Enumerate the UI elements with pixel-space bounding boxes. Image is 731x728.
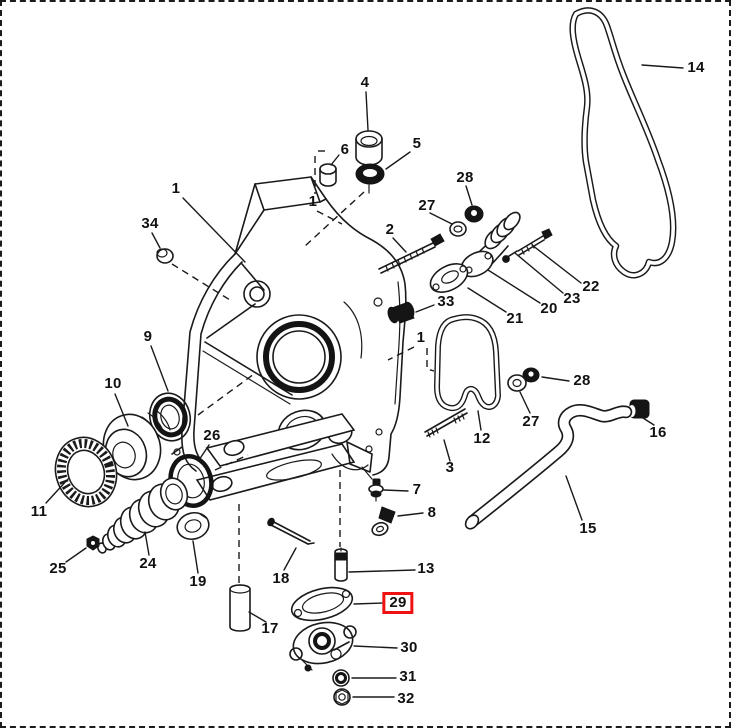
part-callout-33[interactable]: 33 — [437, 293, 455, 310]
pin-18-illustration — [266, 517, 314, 544]
stud-3-illustration — [425, 409, 467, 437]
assembly-dashed-lines — [172, 151, 434, 583]
plug-33-illustration — [386, 301, 416, 324]
part-callout-1[interactable]: 1 — [171, 180, 181, 197]
washer-nut-upper-illustration — [450, 206, 483, 236]
part-callout-17[interactable]: 17 — [261, 620, 279, 637]
part-callout-8[interactable]: 8 — [427, 504, 437, 521]
bushing-seal-illustration — [320, 131, 384, 186]
part-callout-6[interactable]: 6 — [340, 141, 350, 158]
hose-15-illustration — [463, 410, 626, 531]
part-callout-15[interactable]: 15 — [579, 520, 597, 537]
part-callout-16[interactable]: 16 — [649, 424, 667, 441]
part-callout-3[interactable]: 3 — [445, 459, 455, 476]
part-callout-20[interactable]: 20 — [540, 300, 558, 317]
part-callout-5[interactable]: 5 — [412, 135, 422, 152]
part-callout-27[interactable]: 27 — [418, 197, 436, 214]
washer-nut-bottom-illustration — [333, 670, 350, 705]
part-callout-25[interactable]: 25 — [49, 560, 67, 577]
housing-illustration — [182, 177, 406, 500]
leader-lines — [46, 65, 683, 697]
part-callout-22[interactable]: 22 — [582, 278, 600, 295]
part-callout-7[interactable]: 7 — [412, 481, 422, 498]
washer-19-illustration — [174, 509, 212, 542]
part-callout-10[interactable]: 10 — [104, 375, 122, 392]
pin-17-illustration — [230, 585, 250, 631]
bellows-24-illustration — [87, 475, 191, 554]
part-callout-34[interactable]: 34 — [141, 215, 159, 232]
part-callout-12[interactable]: 12 — [473, 430, 491, 447]
part-callout-26[interactable]: 26 — [203, 427, 221, 444]
washer-nut-lower-illustration — [508, 368, 539, 391]
plug-13-illustration — [335, 548, 347, 581]
part-callout-29-highlighted[interactable]: 29 — [382, 592, 414, 614]
part-callout-11[interactable]: 11 — [30, 503, 48, 520]
pump-30-illustration — [289, 617, 356, 671]
part-callout-21[interactable]: 21 — [506, 310, 524, 327]
gasket-29-illustration — [288, 582, 355, 626]
part-callout-18[interactable]: 18 — [272, 570, 290, 587]
part-callout-28[interactable]: 28 — [456, 169, 474, 186]
part-callout-1[interactable]: 1 — [416, 329, 426, 346]
part-callout-30[interactable]: 30 — [400, 639, 418, 656]
part-callout-24[interactable]: 24 — [139, 555, 157, 572]
part-callout-1[interactable]: 1 — [308, 193, 318, 210]
part-callout-4[interactable]: 4 — [360, 74, 370, 91]
part-callout-27[interactable]: 27 — [522, 413, 540, 430]
part-callout-14[interactable]: 14 — [687, 59, 705, 76]
plug-34-illustration — [157, 249, 173, 263]
part-callout-28[interactable]: 28 — [573, 372, 591, 389]
part-callout-13[interactable]: 13 — [417, 560, 435, 577]
part-callout-19[interactable]: 19 — [189, 573, 207, 590]
gasket-14-illustration — [573, 10, 674, 275]
gasket-12-illustration — [437, 317, 498, 408]
part-callout-32[interactable]: 32 — [397, 690, 415, 707]
bearing-seal-stack-illustration — [47, 389, 196, 515]
part-callout-2[interactable]: 2 — [385, 221, 395, 238]
part-callout-23[interactable]: 23 — [563, 290, 581, 307]
fittings-7-8-illustration — [369, 479, 395, 537]
part-callout-9[interactable]: 9 — [143, 328, 153, 345]
part-callout-31[interactable]: 31 — [399, 668, 417, 685]
screw-2-illustration — [379, 234, 444, 273]
connector-cluster-illustration — [426, 209, 552, 298]
